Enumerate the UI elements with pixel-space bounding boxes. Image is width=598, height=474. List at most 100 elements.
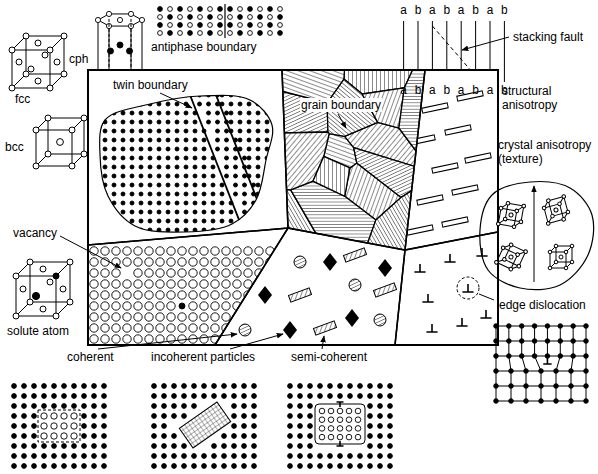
lattice-atom (42, 384, 47, 389)
lattice-atom (102, 444, 107, 449)
lattice-atom (175, 228, 179, 232)
lattice-atom (299, 313, 307, 321)
particle-outline (38, 410, 80, 442)
atom (508, 254, 513, 259)
lattice-atom (252, 434, 257, 439)
lattice-atom (103, 138, 107, 142)
lattice-atom (232, 424, 237, 429)
lattice-atom (308, 434, 313, 439)
lattice-atom (189, 247, 197, 255)
lattice-atom (22, 424, 27, 429)
lattice-atom (298, 454, 303, 459)
lattice-atom (52, 384, 57, 389)
lattice-atom (277, 258, 285, 266)
lattice-atom (225, 174, 229, 178)
grain (364, 178, 432, 254)
cube-edge (511, 245, 526, 252)
lattice-atom (121, 174, 125, 178)
lattice-atom (584, 354, 589, 359)
lattice-atom (288, 394, 293, 399)
lattice-atom (166, 210, 170, 214)
lattice-atom (266, 302, 274, 310)
lattice-atom (265, 174, 269, 178)
lattice-atom (519, 339, 524, 344)
lattice-atom (337, 408, 343, 414)
lattice-atom (52, 454, 57, 459)
lattice-atom (184, 138, 188, 142)
lattice-atom (123, 302, 131, 310)
atom (16, 59, 22, 65)
lattice-atom (494, 354, 499, 359)
lattice-atom (130, 138, 134, 142)
lattice-atom (22, 404, 27, 409)
lattice-atom (178, 335, 186, 343)
lattice-atom (94, 165, 98, 169)
lattice-atom (184, 129, 188, 133)
lattice-atom (166, 147, 170, 151)
lattice-atom (319, 417, 325, 423)
lattice-atom (242, 464, 247, 469)
lattice-atom (152, 444, 157, 449)
lattice-atom (338, 394, 343, 399)
lattice-atom (112, 247, 120, 255)
lattice-atom (584, 324, 589, 329)
lattice-atom (139, 156, 143, 160)
part-label: vacancy (12, 226, 58, 240)
atom (554, 208, 559, 213)
lattice-atom (222, 394, 227, 399)
lattice-atom (277, 335, 285, 343)
lattice-atom (166, 102, 170, 106)
lattice-atom (193, 129, 197, 133)
lattice-atom (211, 291, 219, 299)
lattice-atom (247, 147, 251, 151)
lattice-atom (188, 7, 193, 12)
lattice-atom (225, 111, 229, 115)
lattice-atom (166, 228, 170, 232)
lattice-atom (545, 339, 550, 344)
lattice-atom (189, 258, 197, 266)
lattice-atom (265, 93, 269, 97)
atom (557, 202, 561, 206)
lattice-atom (32, 464, 37, 469)
lattice-atom (265, 165, 269, 169)
lattice-atom (507, 324, 512, 329)
lattice-atom (134, 335, 142, 343)
lattice-atom (178, 291, 186, 299)
atom (35, 40, 41, 46)
lattice-atom (532, 324, 537, 329)
lattice-atom (175, 183, 179, 187)
lattice-atom (378, 434, 383, 439)
lattice-atom (90, 280, 98, 288)
lattice-atom (94, 147, 98, 151)
lattice-atom (193, 120, 197, 124)
leader-line (60, 236, 121, 268)
lattice-atom (519, 324, 524, 329)
lattice-atom (256, 156, 260, 160)
lattice-atom (172, 464, 177, 469)
lattice-atom (222, 464, 227, 469)
leader-line (338, 114, 346, 128)
lattice-atom (242, 454, 247, 459)
lattice-atom (103, 147, 107, 151)
leader-line (479, 294, 494, 300)
lattice-atom (378, 394, 383, 399)
lattice-atom (148, 183, 152, 187)
lattice-atom (212, 454, 217, 459)
cube-edge (514, 211, 517, 227)
lattice-atom (112, 313, 120, 321)
lattice-atom (274, 201, 278, 205)
lattice-atom (166, 192, 170, 196)
lattice-atom (162, 424, 167, 429)
lattice-atom (348, 394, 353, 399)
lattice-atom (101, 280, 109, 288)
lattice-atom (222, 454, 227, 459)
lattice-atom (82, 404, 87, 409)
lattice-atom (207, 102, 211, 106)
atom (564, 266, 568, 270)
atom (128, 11, 133, 16)
cube-edge (556, 246, 572, 247)
lattice-atom (72, 384, 77, 389)
lattice-atom (32, 404, 37, 409)
lattice-atom (319, 434, 325, 440)
